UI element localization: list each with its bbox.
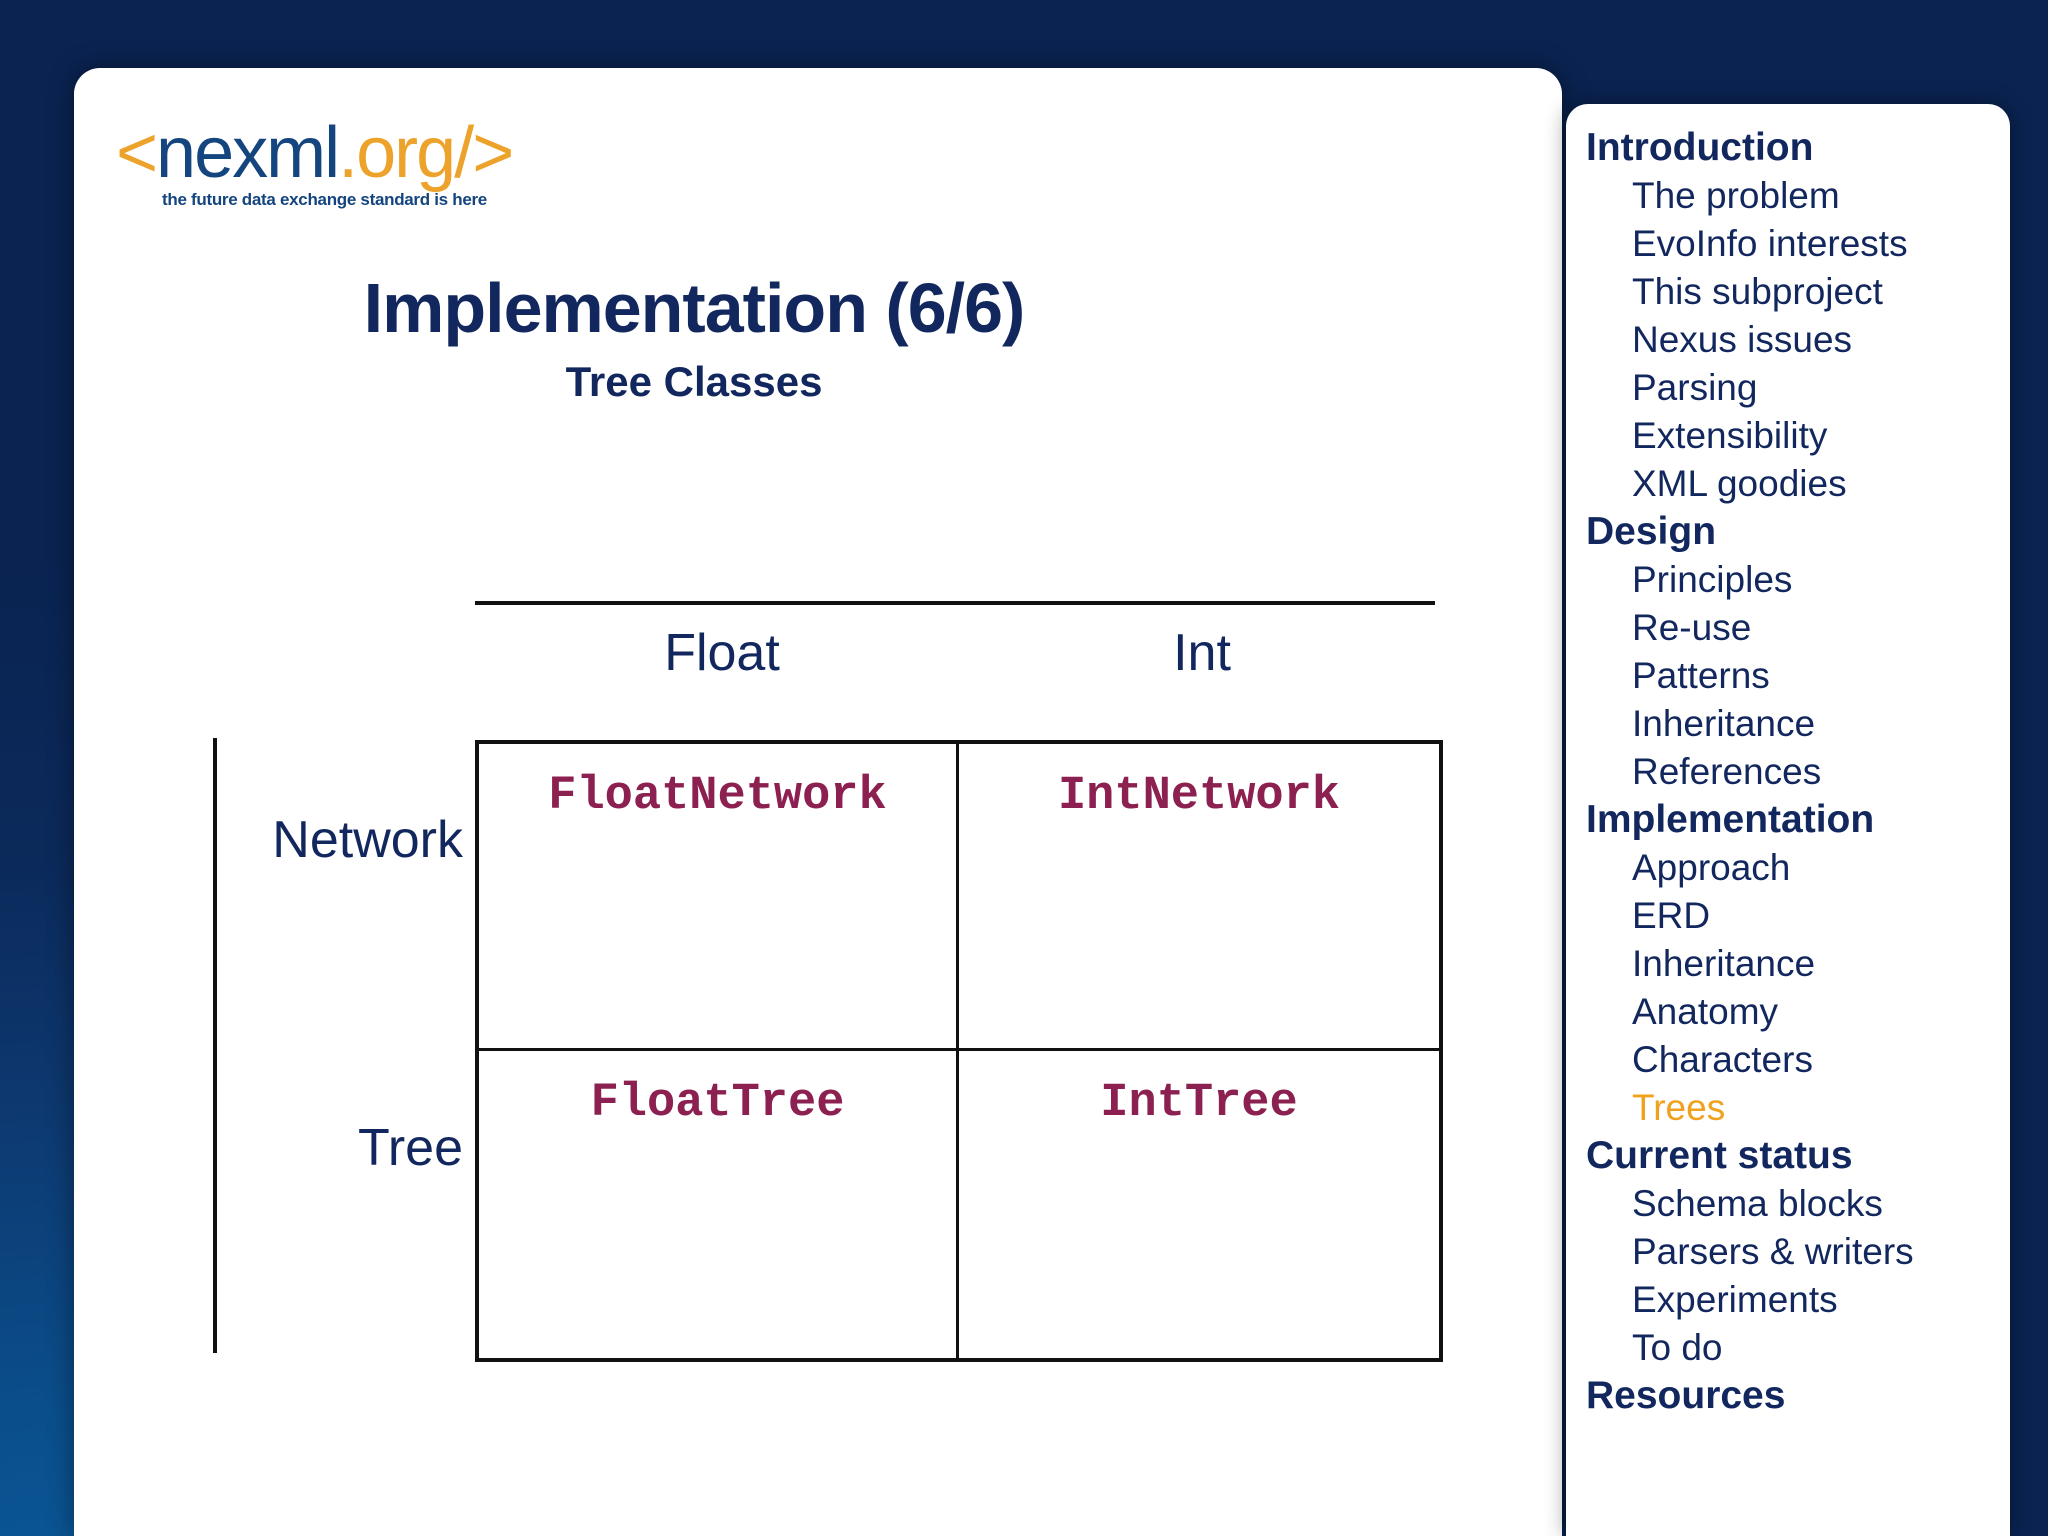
sidebar-item-the-problem[interactable]: The problem <box>1632 175 1840 216</box>
matrix-grid: FloatNetwork IntNetwork FloatTree IntTre… <box>475 740 1443 1362</box>
sidebar-item-evoinfo-interests[interactable]: EvoInfo interests <box>1632 223 1908 264</box>
sidebar-item-resources[interactable]: Resources <box>1586 1374 1786 1417</box>
sidebar-item-inheritance[interactable]: Inheritance <box>1632 943 1816 984</box>
sidebar-item-patterns[interactable]: Patterns <box>1632 655 1770 696</box>
class-matrix: Float Int Network Tree FloatNetwork IntN… <box>74 68 1562 1536</box>
sidebar-item-references[interactable]: References <box>1632 751 1822 792</box>
logo-name: nexml <box>156 113 340 193</box>
matrix-cell-int-network: IntNetwork <box>959 744 1439 1051</box>
logo-wordmark: <nexml.org/> <box>116 110 514 196</box>
sidebar-item-implementation[interactable]: Implementation <box>1586 798 1875 841</box>
sidebar-item-anatomy[interactable]: Anatomy <box>1632 991 1779 1032</box>
sidebar-item-erd[interactable]: ERD <box>1632 895 1711 936</box>
sidebar-item-nexus-issues[interactable]: Nexus issues <box>1632 319 1853 360</box>
sidebar-item-introduction[interactable]: Introduction <box>1586 126 1814 169</box>
sidebar-item-inheritance[interactable]: Inheritance <box>1632 703 1816 744</box>
sidebar-item-experiments[interactable]: Experiments <box>1632 1279 1838 1320</box>
logo-dot-org: .org <box>338 113 456 193</box>
sidebar-item-extensibility[interactable]: Extensibility <box>1632 415 1828 456</box>
sidebar-item-this-subproject[interactable]: This subproject <box>1632 271 1883 312</box>
sidebar-item-parsers-writers[interactable]: Parsers & writers <box>1632 1231 1914 1272</box>
matrix-cell-int-tree: IntTree <box>1100 1077 1298 1130</box>
page-title: Implementation (6/6) <box>363 269 1026 347</box>
sidebar-item-approach[interactable]: Approach <box>1632 847 1791 888</box>
sidebar-item-schema-blocks[interactable]: Schema blocks <box>1632 1183 1883 1224</box>
matrix-row-header-network: Network <box>272 811 463 869</box>
sidebar-item-trees[interactable]: Trees <box>1632 1087 1726 1128</box>
matrix-cell-float-network: FloatNetwork <box>479 744 959 1051</box>
slide-main-card: <nexml.org/> the future data exchange st… <box>74 68 1562 1536</box>
sidebar-item-parsing[interactable]: Parsing <box>1632 367 1758 408</box>
matrix-row-header-tree: Tree <box>358 1119 463 1177</box>
matrix-cell-float-tree: FloatTree <box>479 1051 959 1358</box>
sidebar-item-design[interactable]: Design <box>1586 510 1717 553</box>
sidebar-item-to-do[interactable]: To do <box>1632 1327 1723 1368</box>
sidebar-item-re-use[interactable]: Re-use <box>1632 607 1752 648</box>
sidebar-item-characters[interactable]: Characters <box>1632 1039 1813 1080</box>
logo-tagline: the future data exchange standard is her… <box>162 190 487 209</box>
nexml-logo[interactable]: <nexml.org/> the future data exchange st… <box>116 110 636 210</box>
matrix-column-header-int: Int <box>1173 624 1231 682</box>
logo-bracket-close: /> <box>454 113 514 193</box>
sidebar-item-xml-goodies[interactable]: XML goodies <box>1632 463 1847 504</box>
sidebar-item-current-status[interactable]: Current status <box>1586 1134 1853 1177</box>
logo-bracket-open: < <box>116 113 158 193</box>
sidebar-item-principles[interactable]: Principles <box>1632 559 1793 600</box>
matrix-header-rule <box>475 601 1435 605</box>
page-subtitle: Tree Classes <box>565 358 823 405</box>
matrix-row-rule <box>213 738 217 1353</box>
matrix-column-header-float: Float <box>664 624 780 682</box>
